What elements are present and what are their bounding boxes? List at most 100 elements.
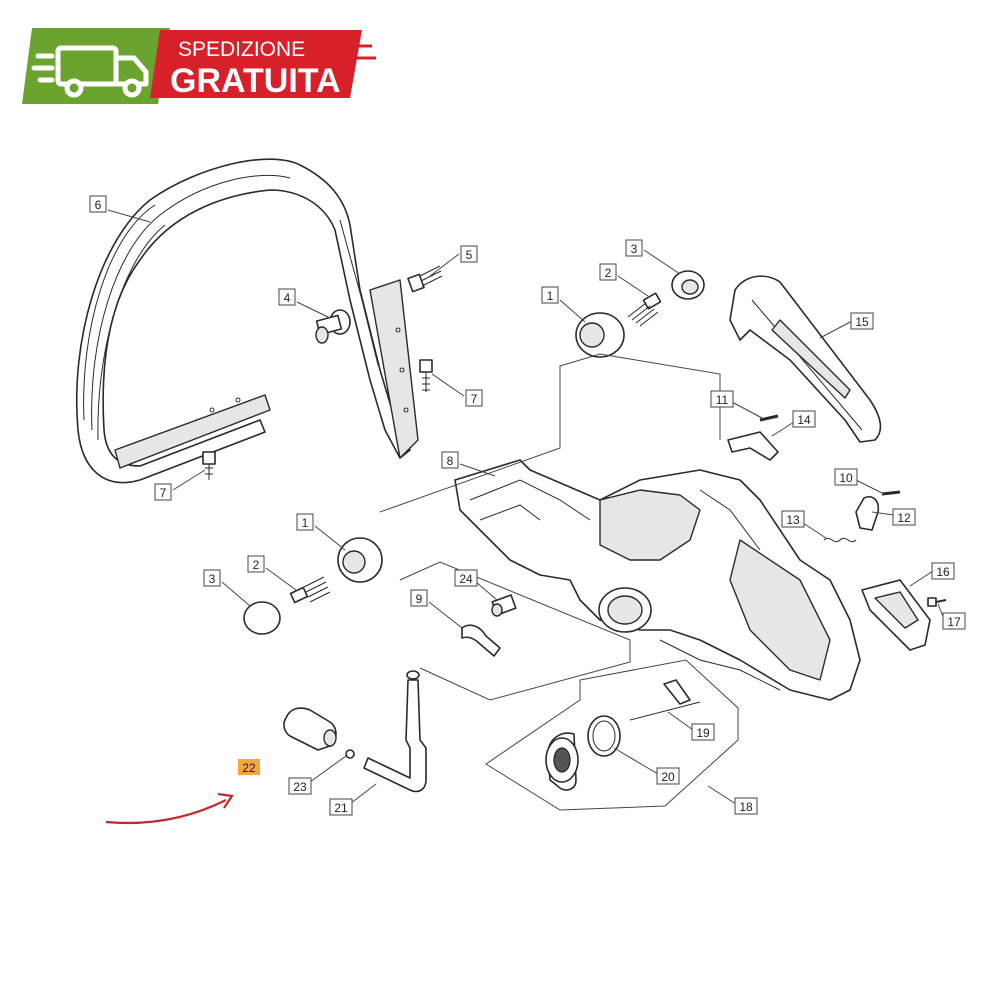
av-rubber-lower [337,537,383,583]
cover-18 [545,732,579,791]
part-label-7b: 7 [154,483,172,501]
banner-red-panel [150,30,362,98]
ring-20 [587,715,621,757]
part-label-6a: 6 [89,195,107,213]
part-label-box-5 [460,245,478,263]
leader-line-1a [559,299,586,323]
part-label-1b: 1 [296,513,314,531]
leader-line-15 [819,320,853,339]
part-label-text-14: 14 [797,413,811,427]
part-label-10: 10 [834,468,858,486]
screw-17 [927,597,947,607]
leader-line-7b [172,469,206,491]
part-label-box-7a [465,389,483,407]
fitting-24 [491,594,517,617]
leader-line-12 [871,511,895,516]
pin-10 [881,490,901,496]
part-label-22: 22 [238,759,260,775]
part-label-text-3a: 3 [631,242,638,256]
part-label-text-17: 17 [947,615,961,629]
part-label-3b: 3 [203,569,221,587]
part-label-box-21 [329,798,353,816]
part-label-text-22: 22 [242,761,256,775]
screw-5 [407,265,443,293]
part-label-9: 9 [410,589,428,607]
part-label-box-6a [89,195,107,213]
leader-line-8 [459,463,496,477]
part-label-text-4: 4 [284,291,291,305]
free-shipping-banner-graphic: SPEDIZIONE GRATUITA [22,28,376,104]
part-label-text-2a: 2 [605,266,612,280]
leader-line-10 [855,479,885,495]
part-label-box-24 [454,569,478,587]
part-label-text-11: 11 [716,393,729,407]
part-label-15: 15 [850,312,874,330]
part-label-12: 12 [892,508,916,526]
part-label-box-3b [203,569,221,587]
screw-7-lower [202,451,216,480]
part-label-text-1a: 1 [547,289,554,303]
free-shipping-banner: SPEDIZIONE GRATUITA [0,0,380,110]
chain-brake-cover [729,275,882,443]
leader-line-7a [431,373,465,397]
hose-9 [461,624,501,657]
part-label-17: 17 [942,612,966,630]
banner-line-2: GRATUITA [170,62,341,100]
part-label-21: 21 [329,798,353,816]
av-rubber-upper [575,312,625,358]
part-label-text-19: 19 [696,726,710,740]
leader-lines [107,209,945,805]
part-label-20: 20 [656,767,680,785]
part-label-text-13: 13 [786,513,800,527]
part-label-18: 18 [734,797,758,815]
catch-14 [727,431,779,461]
banner-line-1: SPEDIZIONE [178,38,305,61]
part-label-box-1b [296,513,314,531]
leader-line-2b [265,567,297,591]
leader-line-19 [667,711,694,731]
part-label-box-14 [792,410,816,428]
leader-line-3a [643,249,681,275]
part-label-box-3a [625,239,643,257]
parts-drawing [75,158,947,811]
bushing-4 [315,309,351,344]
part-label-text-23: 23 [293,780,307,794]
spring-clip-19 [629,679,701,721]
leader-line-5 [429,253,460,277]
part-label-box-16 [931,562,955,580]
part-label-box-20 [656,767,680,785]
part-label-box-12 [892,508,916,526]
assembly-frame-9 [399,561,631,701]
leader-line-16 [909,570,934,587]
leader-line-20 [613,747,659,775]
part-label-box-7b [154,483,172,501]
leader-line-3b [221,581,251,607]
leader-line-18 [707,785,737,805]
part-label-8: 8 [441,451,459,469]
part-label-text-15: 15 [855,315,869,329]
part-label-text-1b: 1 [302,516,309,530]
part-label-box-17 [942,612,966,630]
part-label-text-16: 16 [936,565,950,579]
part-label-19: 19 [691,723,715,741]
av-spring-lower [289,576,331,604]
part-label-text-20: 20 [661,770,675,784]
part-label-11: 11 [710,390,734,408]
leader-line-14 [771,421,795,437]
leader-line-23 [309,755,347,783]
part-label-1a: 1 [541,286,559,304]
part-label-box-8 [441,451,459,469]
part-label-7a: 7 [465,389,483,407]
part-label-text-2b: 2 [253,558,260,572]
leader-line-21 [350,783,377,804]
chain-catcher-16 [861,579,931,651]
part-label-3a: 3 [625,239,643,257]
part-label-box-1a [541,286,559,304]
ring-23 [345,749,355,759]
leader-line-6a [107,209,151,223]
part-label-14: 14 [792,410,816,428]
delivery-truck-icon [31,45,149,98]
part-label-box-4 [278,288,296,306]
crankcase-housing [454,459,861,701]
part-label-text-18: 18 [739,800,753,814]
